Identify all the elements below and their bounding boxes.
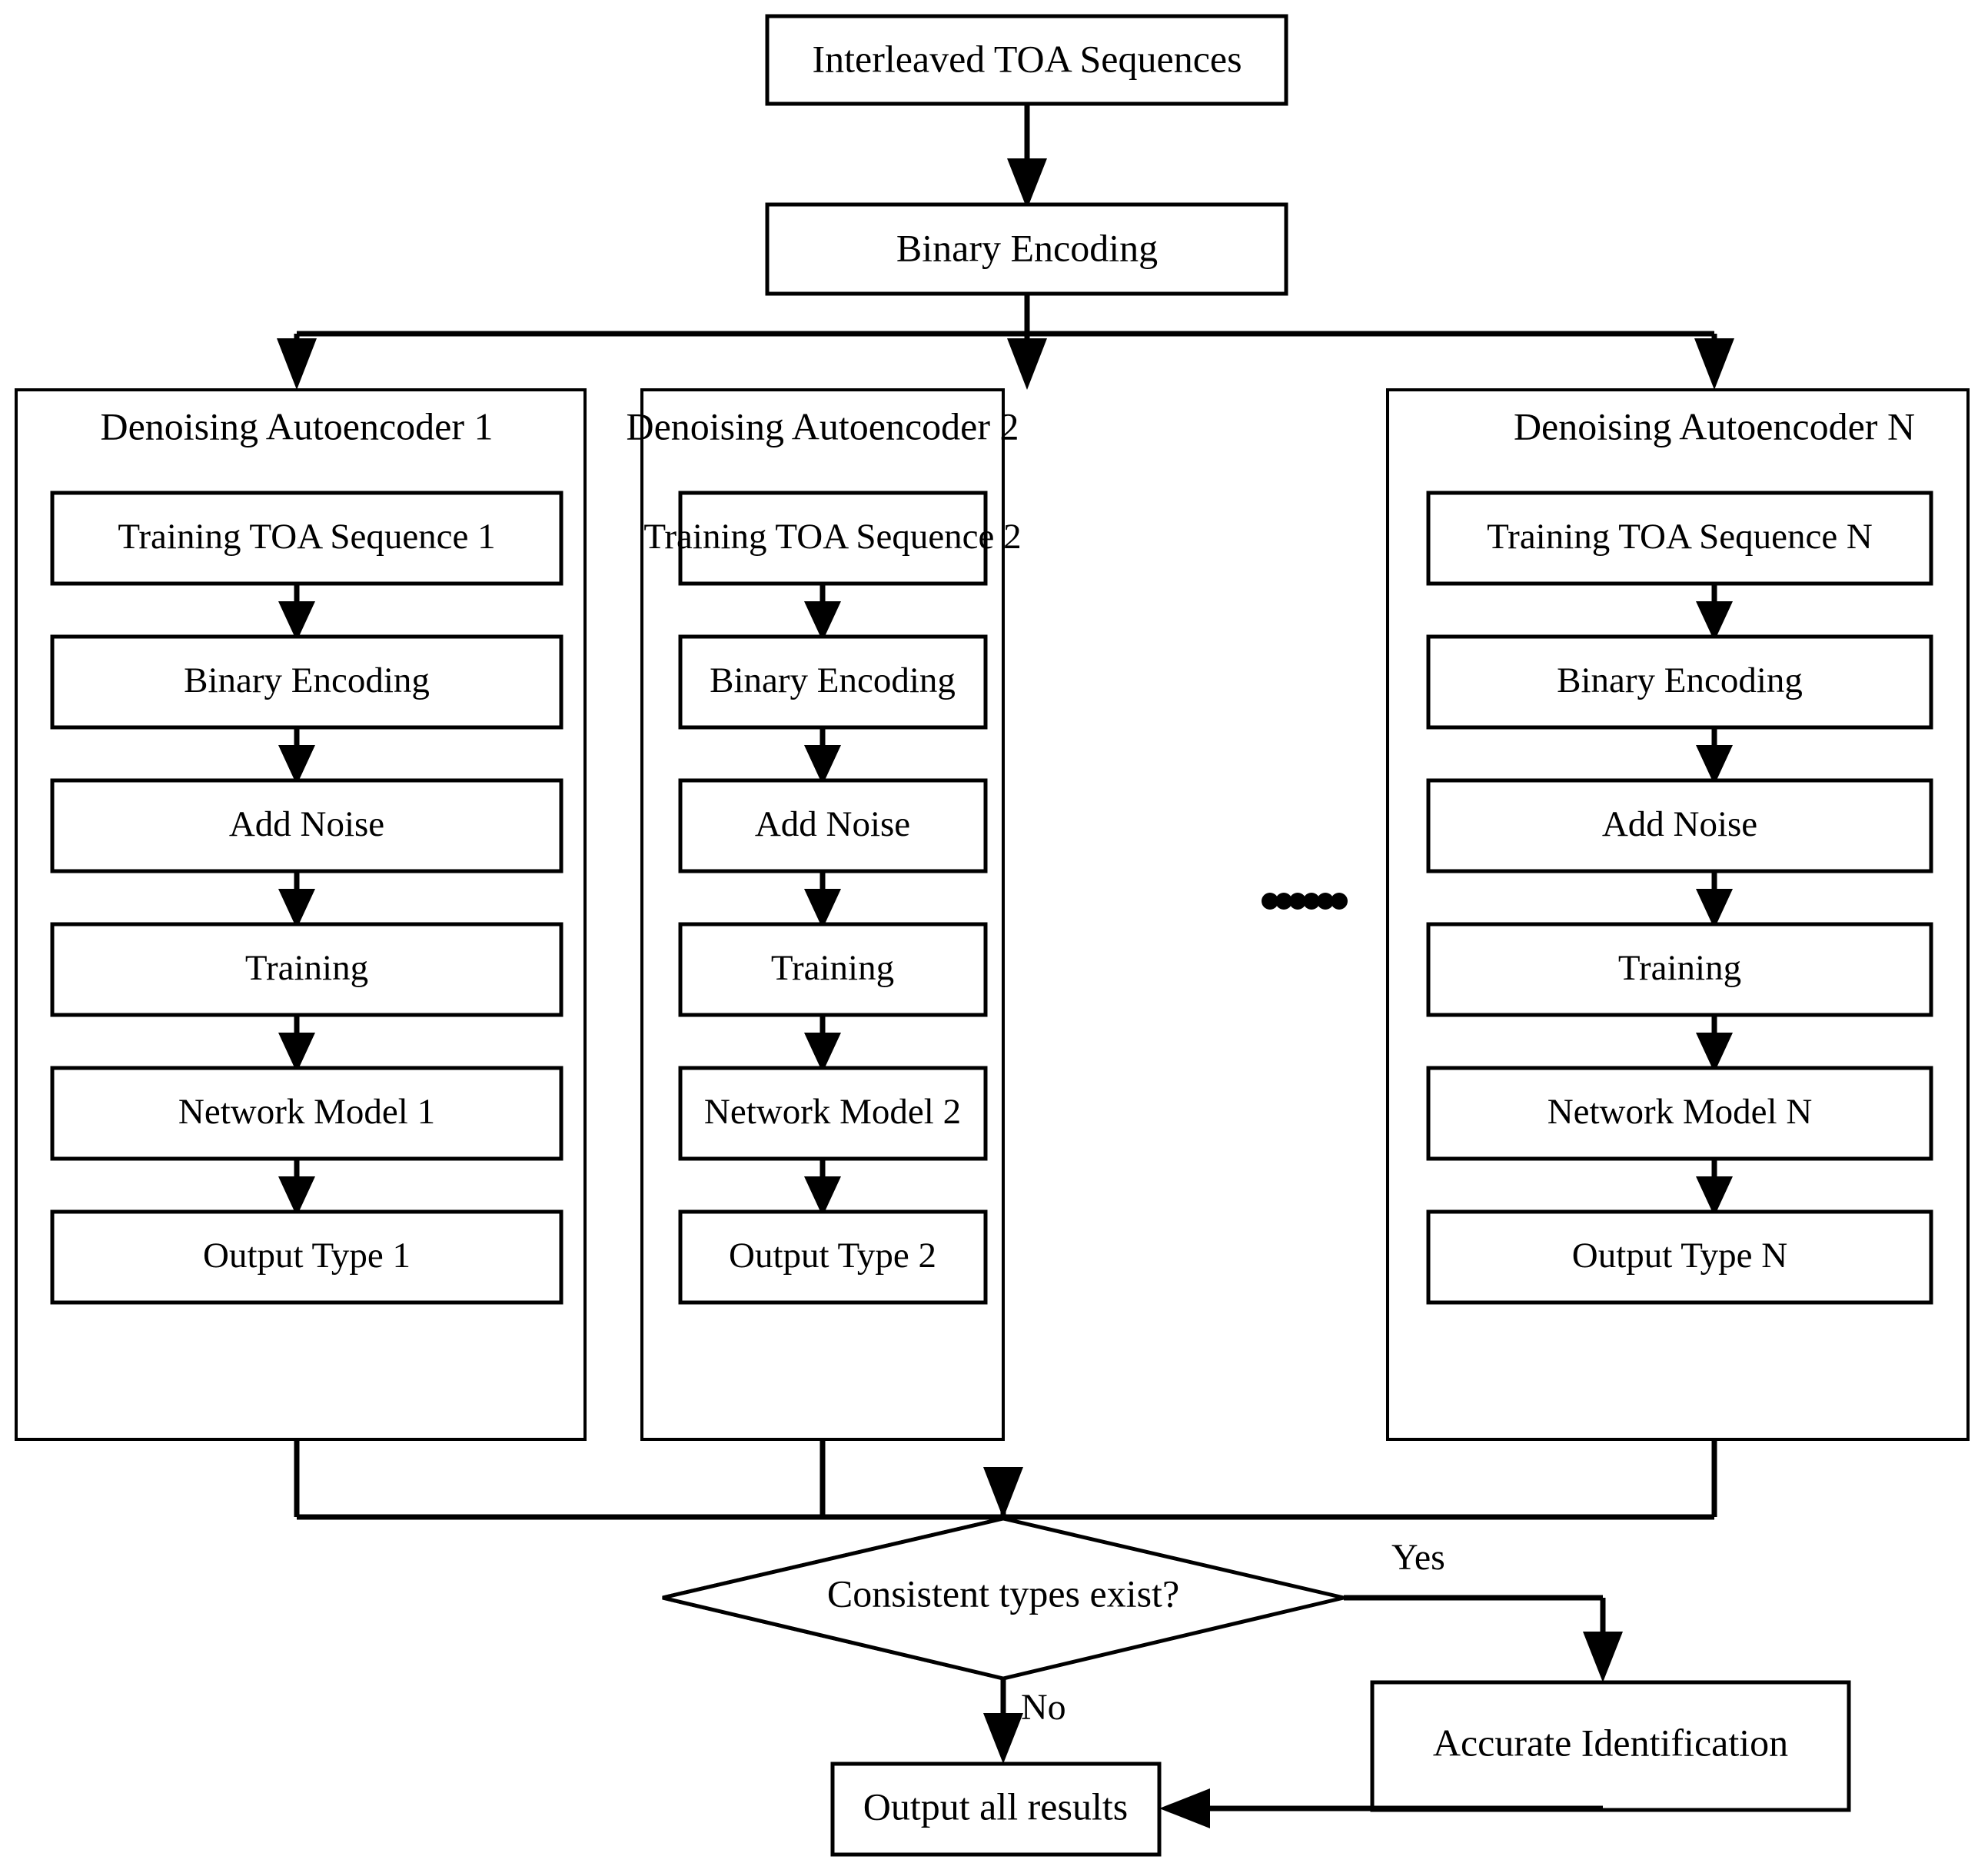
edge-c3-3-4: [1696, 1015, 1733, 1073]
edge-c3-4-5: [1696, 1159, 1733, 1216]
edge-c3-1-2: [1696, 727, 1733, 785]
edge-c2-0-1: [804, 584, 841, 641]
edge-c1-2-3: [278, 871, 315, 929]
node-c2-step-3[interactable]: Training: [678, 922, 988, 1017]
node-c2-step-2-label: Add Noise: [755, 804, 910, 844]
node-c2-step-4-label: Network Model 2: [704, 1092, 961, 1132]
edge-accurate-to-output: [1159, 1788, 1606, 1828]
edge-c3-0-1: [1696, 584, 1733, 641]
node-interleaved-toa-sequences[interactable]: Interleaved TOA Sequences: [765, 14, 1288, 106]
node-c3-step-2[interactable]: Add Noise: [1426, 778, 1933, 873]
node-c2-step-3-label: Training: [771, 948, 894, 988]
node-c2-step-5[interactable]: Output Type 2: [678, 1209, 988, 1305]
node-c3-step-0-label: Training TOA Sequence N: [1487, 517, 1873, 557]
group-denoising-autoencoder-2-label: Denoising Autoencoder 2: [626, 404, 1019, 447]
node-c1-step-2[interactable]: Add Noise: [50, 778, 563, 873]
group-denoising-autoencoder-n-label: Denoising Autoencoder N: [1514, 404, 1915, 447]
node-output-all-results-label: Output all results: [863, 1785, 1128, 1828]
node-c1-step-4[interactable]: Network Model 1: [50, 1066, 563, 1161]
node-c1-step-1[interactable]: Binary Encoding: [50, 634, 563, 730]
node-c2-step-0[interactable]: Training TOA Sequence 2: [643, 491, 1022, 586]
node-binary-encoding-top[interactable]: Binary Encoding: [765, 202, 1288, 296]
node-c2-step-1-label: Binary Encoding: [710, 660, 956, 700]
node-c3-step-1[interactable]: Binary Encoding: [1426, 634, 1933, 730]
node-c3-step-4[interactable]: Network Model N: [1426, 1066, 1933, 1161]
node-interleaved-toa-sequences-label: Interleaved TOA Sequences: [812, 37, 1242, 80]
node-c1-step-1-label: Binary Encoding: [184, 660, 430, 700]
edge-label-yes: Yes: [1391, 1537, 1445, 1578]
node-c1-step-4-label: Network Model 1: [178, 1092, 435, 1132]
ellipsis-between-groups: [1262, 893, 1348, 910]
node-c2-step-4[interactable]: Network Model 2: [678, 1066, 988, 1161]
node-c3-step-0[interactable]: Training TOA Sequence N: [1426, 491, 1933, 586]
node-c1-step-3[interactable]: Training: [50, 922, 563, 1017]
edge-groups-merge-to-decision: [294, 1439, 1717, 1520]
node-c3-step-3[interactable]: Training: [1426, 922, 1933, 1017]
node-c1-step-0-label: Training TOA Sequence 1: [118, 517, 495, 557]
edge-c2-1-2: [804, 727, 841, 785]
edge-encoding-fanout: [277, 294, 1734, 390]
node-c1-step-3-label: Training: [245, 948, 368, 988]
edge-c1-0-1: [278, 584, 315, 641]
node-decision-consistent-types[interactable]: Consistent types exist?: [662, 1516, 1345, 1681]
edge-label-no: No: [1021, 1687, 1066, 1728]
node-c3-step-4-label: Network Model N: [1548, 1092, 1813, 1132]
node-c1-step-5-label: Output Type 1: [203, 1236, 411, 1276]
node-c2-step-5-label: Output Type 2: [729, 1236, 936, 1276]
node-c3-step-1-label: Binary Encoding: [1557, 660, 1803, 700]
node-output-all-results[interactable]: Output all results: [830, 1762, 1162, 1857]
edge-c2-2-3: [804, 871, 841, 929]
node-c1-step-2-label: Add Noise: [229, 804, 384, 844]
node-accurate-identification[interactable]: Accurate Identification: [1370, 1680, 1851, 1812]
edge-c3-2-3: [1696, 871, 1733, 929]
node-c3-step-2-label: Add Noise: [1602, 804, 1757, 844]
edge-decision-yes: [1344, 1595, 1623, 1682]
node-c2-step-1[interactable]: Binary Encoding: [678, 634, 988, 730]
node-c1-step-0[interactable]: Training TOA Sequence 1: [50, 491, 563, 586]
node-binary-encoding-top-label: Binary Encoding: [896, 226, 1158, 269]
node-c3-step-5-label: Output Type N: [1572, 1236, 1787, 1276]
node-accurate-identification-label: Accurate Identification: [1433, 1721, 1788, 1764]
edge-c1-1-2: [278, 727, 315, 785]
node-c2-step-0-label: Training TOA Sequence 2: [643, 517, 1021, 557]
node-c2-step-2[interactable]: Add Noise: [678, 778, 988, 873]
edge-c2-3-4: [804, 1015, 841, 1073]
node-c3-step-3-label: Training: [1618, 948, 1741, 988]
edge-decision-no: [983, 1678, 1023, 1764]
edge-c1-3-4: [278, 1015, 315, 1073]
node-c3-step-5[interactable]: Output Type N: [1426, 1209, 1933, 1305]
edge-c2-4-5: [804, 1159, 841, 1216]
node-decision-consistent-types-label: Consistent types exist?: [827, 1572, 1179, 1615]
node-c1-step-5[interactable]: Output Type 1: [50, 1209, 563, 1305]
edge-input-to-encoding: [1007, 104, 1047, 209]
group-denoising-autoencoder-1-label: Denoising Autoencoder 1: [100, 404, 493, 447]
edge-c1-4-5: [278, 1159, 315, 1216]
